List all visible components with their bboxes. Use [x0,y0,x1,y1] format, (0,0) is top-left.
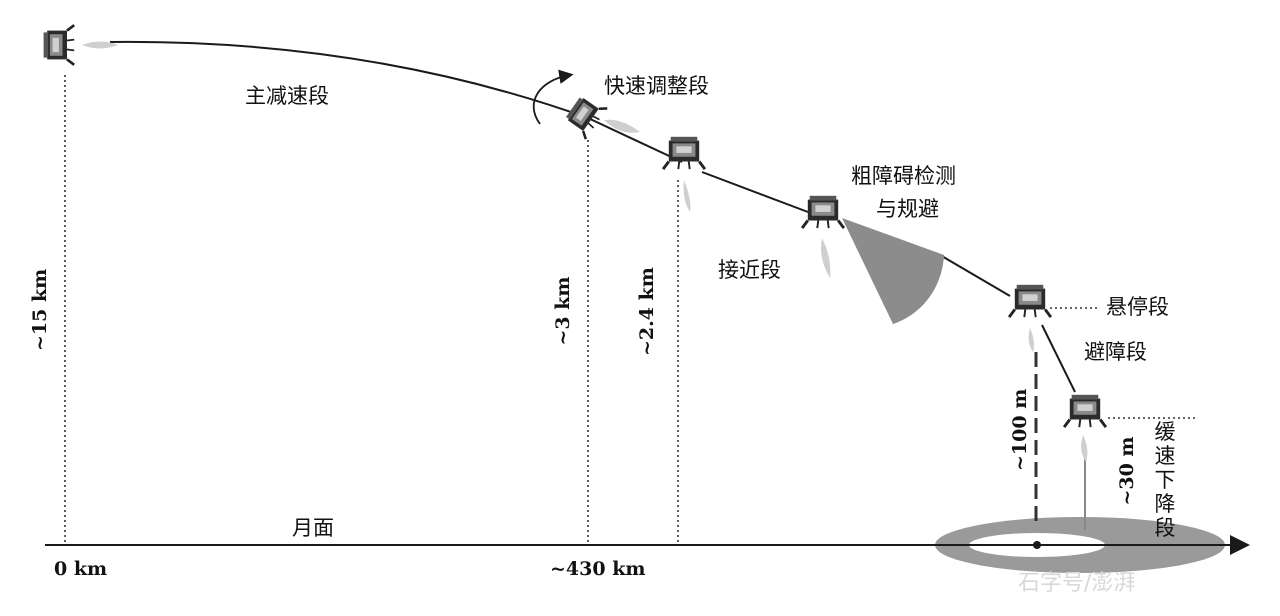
label-quick-adjustment: 快速调整段 [604,74,709,98]
lander-coarse-avoid [800,194,846,230]
sensor-scan-cone [842,218,944,324]
rotation-arrow [532,69,574,125]
label-slow-descent: 缓速下降段 [1154,420,1176,540]
altitude-avoid: ~30 m [1116,436,1138,506]
plume-6 [1081,435,1088,462]
landing-point [1033,541,1041,549]
distance-origin: 0 km [54,558,108,580]
plume-1 [82,41,118,49]
plume-3 [683,180,691,212]
lander-obstacle-avoid [1062,393,1108,429]
altitude-adjust: ~3 km [552,276,574,346]
obstacle-avoid-trajectory [1041,324,1076,393]
altitude-hover: ~100 m [1009,388,1031,471]
plume-4 [821,238,831,278]
coarse-avoid-trajectory [939,254,1011,297]
plume-5 [1028,328,1034,352]
label-lunar-surface: 月面 [292,516,334,540]
plume-2 [604,119,640,133]
label-hover: 悬停段 [1106,295,1169,319]
lander-approach [661,135,707,171]
lander-hover [1007,283,1053,319]
label-main-deceleration: 主减速段 [245,84,329,108]
adjustment-trajectory [587,117,683,163]
label-coarse-obstacle-line2: 与规避 [876,197,939,221]
lander-quick-adjust [560,90,609,141]
altitude-start: ~15 km [29,268,51,351]
main-deceleration-trajectory [109,40,589,119]
approach-trajectory [701,171,809,213]
lander-main-deceleration [42,23,76,67]
watermark: 石字号/澎湃 [1018,571,1136,596]
label-coarse-obstacle-line1: 粗障碍检测 [851,164,956,188]
distance-adjust: ~430 km [550,558,646,580]
label-obstacle-avoidance: 避障段 [1084,340,1147,364]
label-approach: 接近段 [718,258,781,282]
altitude-approach: ~2.4 km [636,267,658,356]
